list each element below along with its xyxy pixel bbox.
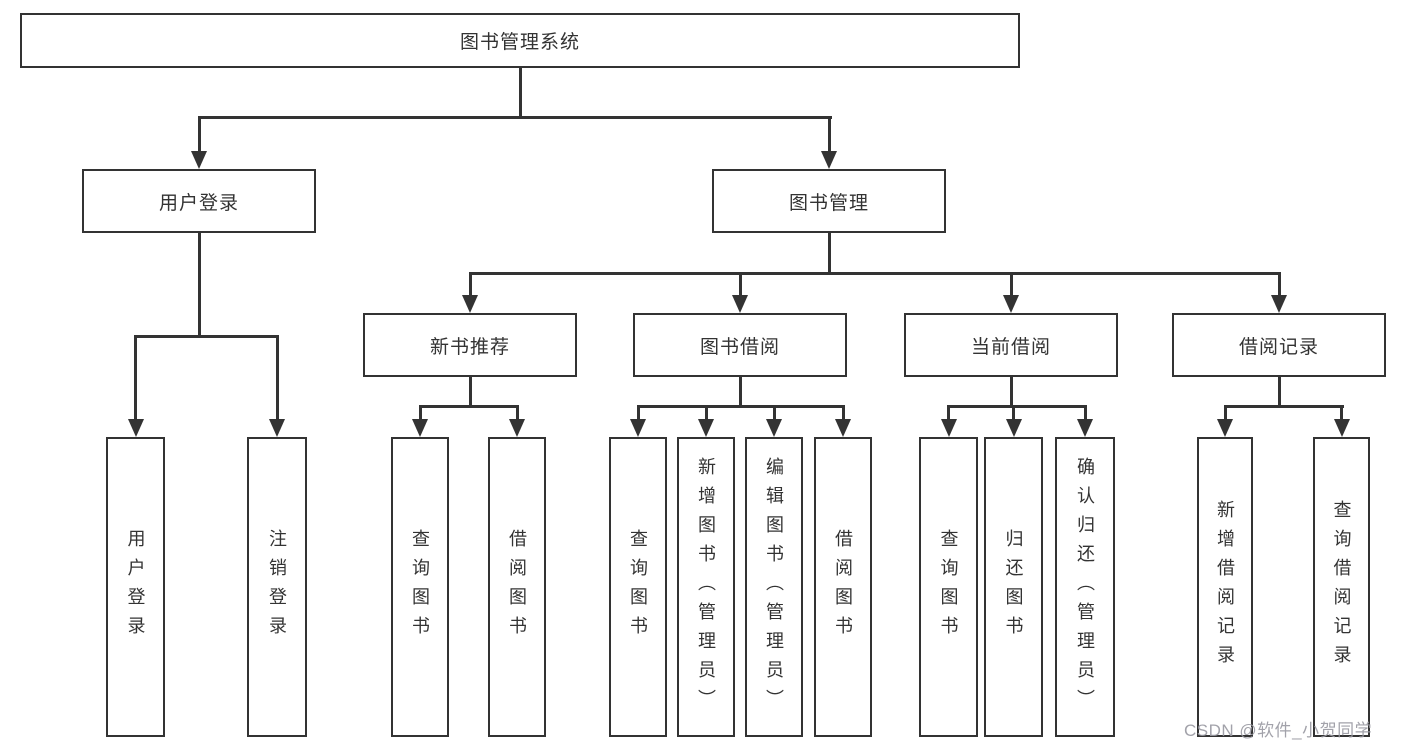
arrowhead-borrowing-records <box>1271 295 1287 313</box>
leaf-query-books-current: 查询图书 <box>919 437 978 737</box>
connector-stem-e2 <box>1340 404 1343 422</box>
leaf-edit-books-admin: 编辑图书（管理员） <box>745 437 803 737</box>
leaf-query-books-borrowing: 查询图书 <box>609 437 667 737</box>
connector-new-book-recommend-stem <box>468 377 472 406</box>
leaf-label: 新增借阅记录 <box>1215 500 1235 674</box>
arrowhead-user-login <box>191 151 207 169</box>
arrowhead-b1 <box>412 419 428 437</box>
arrowhead-b2 <box>509 419 525 437</box>
connector-stem-d2 <box>1012 404 1015 422</box>
connector-book-borrowing-hline <box>636 404 845 408</box>
connector-stem-b2 <box>515 404 519 422</box>
leaf-label: 查询图书 <box>410 529 430 645</box>
connector-stem-e1 <box>1223 404 1227 422</box>
node-borrowing-records: 借阅记录 <box>1172 313 1386 377</box>
connector-stem-b1 <box>418 404 422 422</box>
connector-stem-c1 <box>636 404 640 422</box>
leaf-label: 查询图书 <box>938 529 959 645</box>
connector-new-book-recommend-hline <box>418 404 519 408</box>
leaf-query-books-recommend: 查询图书 <box>391 437 449 737</box>
leaf-borrow-books-recommend: 借阅图书 <box>488 437 546 737</box>
connector-stem-c4 <box>841 404 845 422</box>
leaf-label: 确认归还（管理员） <box>1075 456 1095 718</box>
connector-stem-leaf-user-login <box>134 334 137 420</box>
arrowhead-book-management <box>821 151 837 169</box>
arrowhead-d1 <box>940 419 957 437</box>
leaf-return-books: 归还图书 <box>984 437 1043 737</box>
leaf-borrow-books-borrowing: 借阅图书 <box>814 437 872 737</box>
arrowhead-new-book-recommend <box>462 295 478 313</box>
connector-stem-c3 <box>772 404 776 422</box>
leaf-label: 归还图书 <box>1003 529 1024 645</box>
connector-current-borrowing-stem <box>1009 377 1013 406</box>
connector-stem-new-book-recommend <box>468 271 472 298</box>
arrowhead-book-borrowing <box>732 295 748 313</box>
node-user-login: 用户登录 <box>82 169 316 233</box>
node-new-book-recommend: 新书推荐 <box>363 313 577 377</box>
connector-book-management-stem <box>827 233 831 273</box>
leaf-logout: 注销登录 <box>247 437 307 737</box>
connector-book-management-hline <box>468 271 1281 275</box>
arrowhead-c1 <box>630 419 646 437</box>
arrowhead-c4 <box>835 419 851 437</box>
connector-stem-leaf-logout <box>275 334 279 420</box>
arrowhead-leaf-logout <box>269 419 285 437</box>
leaf-user-login: 用户登录 <box>106 437 165 737</box>
connector-stem-user-login <box>197 116 201 154</box>
connector-user-login-stem <box>197 233 201 336</box>
connector-user-login-hline <box>134 334 277 338</box>
arrowhead-leaf-user-login <box>127 419 144 437</box>
arrowhead-e1 <box>1217 419 1233 437</box>
connector-stem-book-management <box>827 116 831 154</box>
connector-current-borrowing-hline <box>947 404 1086 408</box>
connector-book-borrowing-stem <box>738 377 742 406</box>
leaf-label: 查询借阅记录 <box>1331 500 1352 674</box>
connector-stem-c2 <box>704 404 708 422</box>
leaf-query-borrow-record: 查询借阅记录 <box>1313 437 1370 737</box>
leaf-label: 借阅图书 <box>833 529 853 645</box>
node-book-borrowing: 图书借阅 <box>633 313 847 377</box>
leaf-label: 新增图书（管理员） <box>696 456 716 718</box>
connector-borrowing-records-stem <box>1277 377 1281 406</box>
connector-root-stem <box>518 68 522 118</box>
arrowhead-current-borrowing <box>1003 295 1019 313</box>
arrowhead-c3 <box>766 419 782 437</box>
arrowhead-e2 <box>1333 419 1350 437</box>
leaf-confirm-return-admin: 确认归还（管理员） <box>1055 437 1115 737</box>
connector-borrowing-records-hline <box>1223 404 1344 408</box>
connector-stem-current-borrowing <box>1009 271 1013 298</box>
connector-stem-d3 <box>1083 404 1087 422</box>
connector-stem-d1 <box>947 404 950 422</box>
connector-stem-borrowing-records <box>1277 271 1281 298</box>
leaf-label: 借阅图书 <box>507 529 527 645</box>
arrowhead-c2 <box>698 419 714 437</box>
leaf-label: 用户登录 <box>125 529 146 645</box>
connector-root-hline <box>197 116 832 119</box>
node-root: 图书管理系统 <box>20 13 1020 68</box>
leaf-add-borrow-record: 新增借阅记录 <box>1197 437 1253 737</box>
connector-stem-book-borrowing <box>738 271 742 298</box>
csdn-watermark: CSDN @软件_小贺同学 <box>1184 721 1373 740</box>
leaf-label: 注销登录 <box>267 529 287 645</box>
node-current-borrowing: 当前借阅 <box>904 313 1118 377</box>
node-book-management: 图书管理 <box>712 169 946 233</box>
arrowhead-d2 <box>1005 419 1022 437</box>
arrowhead-d3 <box>1077 419 1093 437</box>
leaf-label: 查询图书 <box>628 529 648 645</box>
leaf-add-books-admin: 新增图书（管理员） <box>677 437 735 737</box>
leaf-label: 编辑图书（管理员） <box>764 456 784 718</box>
